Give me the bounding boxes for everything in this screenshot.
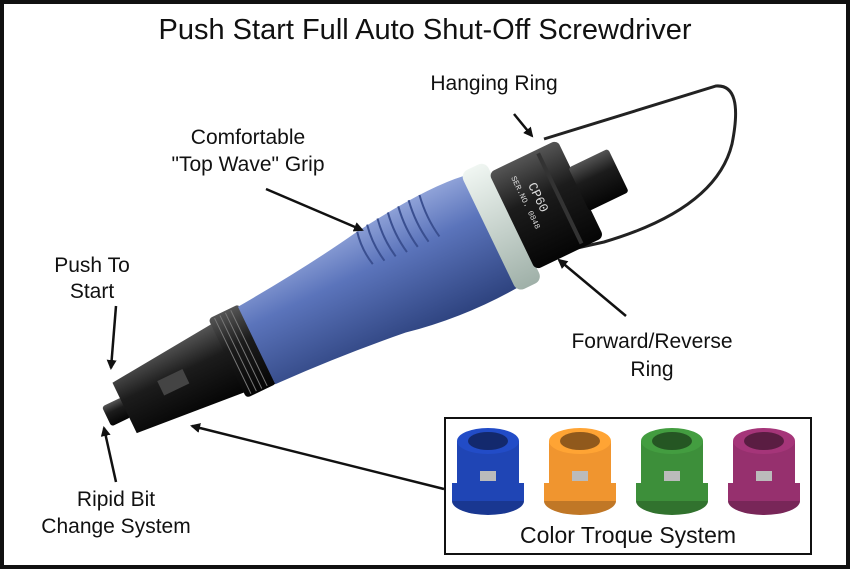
hanging-ring	[543, 84, 738, 254]
torque-collar-purple	[728, 428, 800, 515]
label-hanging-ring: Hanging Ring	[430, 72, 558, 95]
torque-collars	[452, 428, 800, 515]
arrow-color-torque	[190, 423, 445, 491]
hex-output	[569, 149, 628, 210]
label-fr-line1: Forward/Reverse	[571, 330, 733, 353]
arrow-bit-change	[100, 426, 118, 483]
forward-reverse-ring	[462, 163, 540, 290]
label-push-line1: Push To	[54, 254, 130, 277]
torque-collar-orange	[544, 428, 616, 515]
motor-head	[490, 141, 602, 269]
color-torque-inset: Color Troque System	[444, 417, 812, 555]
head-groove	[536, 152, 584, 245]
label-bit-line2: Change System	[41, 515, 191, 538]
torque-collar-blue	[452, 428, 524, 515]
top-wave-grip	[356, 194, 441, 265]
arrow-grip	[265, 187, 364, 232]
torque-collar-green	[636, 428, 708, 515]
label-grip-line2: "Top Wave" Grip	[171, 153, 325, 176]
label-bit-line1: Ripid Bit	[76, 488, 156, 511]
label-push-line2: Start	[69, 280, 115, 303]
arrow-hanging-ring	[513, 113, 534, 138]
diagram-title: Push Start Full Auto Shut-Off Screwdrive…	[158, 14, 692, 46]
screwdriver-illustration: CP60 SER.NO. 0848	[100, 84, 738, 491]
arrow-forward-reverse	[557, 258, 627, 317]
blue-grip-body	[237, 175, 518, 385]
label-fr-line2: Ring	[630, 358, 674, 381]
inset-caption: Color Troque System	[519, 522, 737, 548]
arrow-push-start	[106, 305, 118, 370]
label-grip-line1: Comfortable	[190, 126, 306, 149]
knurl-lines	[214, 310, 268, 394]
nose-window	[157, 368, 190, 396]
